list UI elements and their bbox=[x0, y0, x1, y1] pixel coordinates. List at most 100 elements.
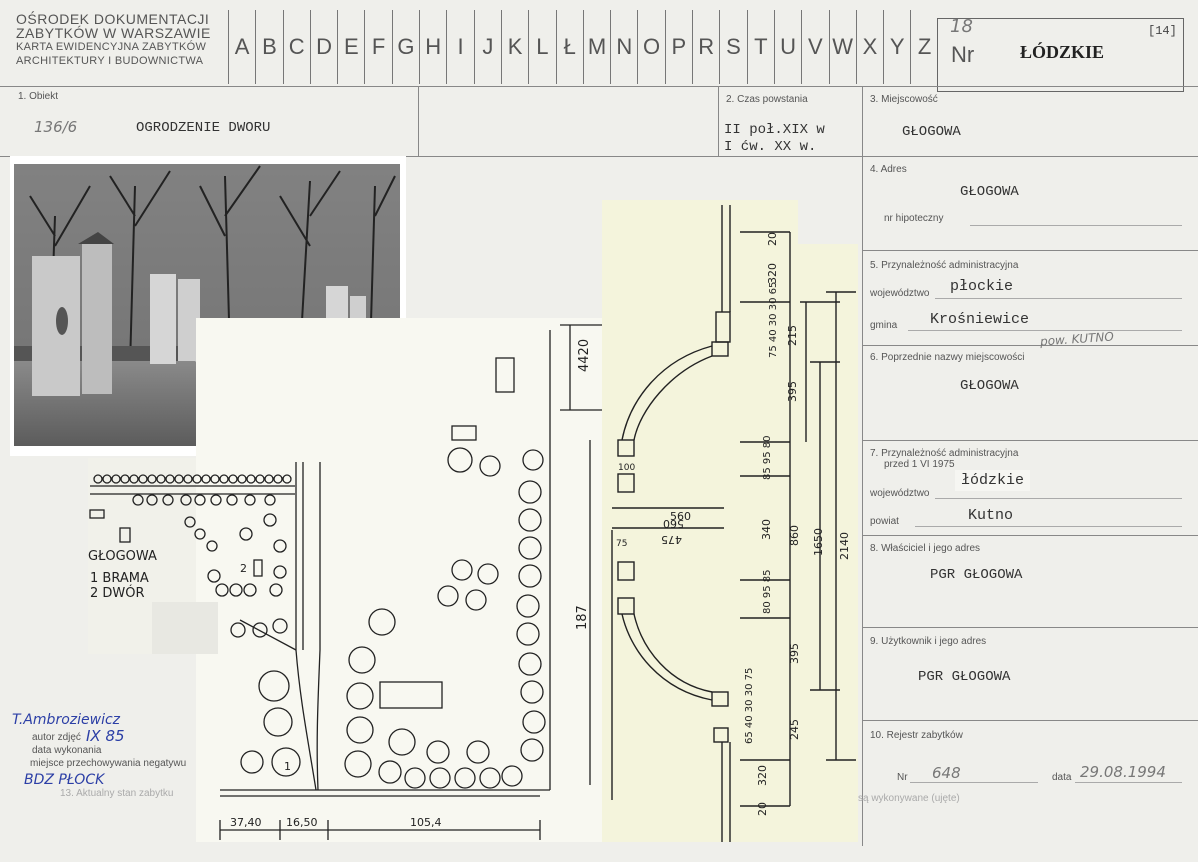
tree-mark bbox=[477, 563, 499, 585]
czas-value-1: II poł.XIX w bbox=[724, 122, 825, 138]
obiekt-value: OGRODZENIE DWORU bbox=[136, 120, 271, 136]
tree-mark bbox=[368, 608, 396, 636]
czas-value: II poł.XIX w I ćw. XX w. bbox=[724, 122, 825, 156]
poprz-label: 6. Poprzednie nazwy miejscowości bbox=[870, 352, 1025, 363]
underline bbox=[908, 330, 1182, 331]
index-letter: B bbox=[255, 10, 282, 84]
tree-mark bbox=[272, 618, 288, 634]
tree-mark bbox=[207, 569, 221, 583]
tree-mark bbox=[518, 508, 542, 532]
wlasciciel-value: PGR GŁOGOWA bbox=[930, 567, 1023, 583]
tree-mark bbox=[404, 767, 426, 789]
autor-label: autor zdjęć bbox=[32, 732, 81, 743]
dim-560b: 560 bbox=[670, 510, 691, 523]
divider bbox=[0, 86, 1198, 87]
tree-mark bbox=[518, 652, 542, 676]
index-letter: E bbox=[337, 10, 364, 84]
dim-stack4: 65 40 30 30 75 bbox=[744, 668, 755, 744]
dim-2140: 2140 bbox=[838, 532, 851, 560]
dim-b1: 37,40 bbox=[230, 816, 262, 829]
tree-mark bbox=[165, 474, 175, 484]
dim-stack2: 85 95 80 bbox=[762, 435, 773, 480]
tree-mark bbox=[344, 750, 372, 778]
tree-mark bbox=[348, 646, 376, 674]
nr-hip-label: nr hipoteczny bbox=[884, 213, 944, 224]
dim-top: 4420 bbox=[577, 339, 592, 372]
uzytkownik-label: 9. Użytkownik i jego adres bbox=[870, 636, 987, 647]
tree-mark bbox=[184, 516, 196, 528]
underline bbox=[915, 526, 1182, 527]
tree-mark bbox=[146, 494, 158, 506]
gate-drawing-sheet bbox=[602, 200, 798, 842]
index-letter: M bbox=[582, 10, 610, 84]
tree-mark bbox=[271, 747, 301, 777]
index-letter: X bbox=[855, 10, 883, 84]
divider bbox=[862, 627, 1198, 628]
tree-mark bbox=[465, 589, 487, 611]
index-letter: Z bbox=[910, 10, 937, 84]
divider bbox=[862, 345, 1198, 346]
tree-mark bbox=[237, 474, 247, 484]
tree-mark bbox=[111, 474, 121, 484]
dim-1650: 1650 bbox=[812, 528, 825, 556]
gmina-value: Krośniewice bbox=[930, 311, 1030, 328]
org-line-3: Karta Ewidencyjna Zabytków bbox=[16, 41, 207, 53]
dim-245: 245 bbox=[788, 719, 801, 740]
powiat-value: Kutno bbox=[968, 507, 1014, 524]
obiekt-label: 1. Obiekt bbox=[18, 91, 59, 102]
tree-mark bbox=[269, 583, 283, 597]
tree-mark bbox=[437, 585, 459, 607]
data-value: IX 85 bbox=[86, 727, 125, 745]
dim-20a: 20 bbox=[766, 232, 779, 246]
divider bbox=[862, 250, 1198, 251]
dim-320a: 320 bbox=[766, 263, 779, 284]
index-letter: D bbox=[309, 10, 337, 84]
dim-320b: 320 bbox=[756, 765, 769, 786]
index-letter: T bbox=[746, 10, 774, 84]
underline bbox=[1075, 782, 1182, 783]
miejscowosc-value: GŁOGOWA bbox=[902, 124, 961, 140]
tree-mark bbox=[273, 565, 287, 579]
tree-mark bbox=[102, 474, 112, 484]
tree-mark bbox=[228, 474, 238, 484]
miejsce-label: miejsce przechowywania negatywu bbox=[30, 758, 187, 769]
przyn-label: 5. Przynależność administracyjna bbox=[870, 260, 1019, 271]
index-letter: S bbox=[719, 10, 746, 84]
tree-mark bbox=[520, 680, 544, 704]
region-name: ŁÓDZKIE bbox=[1020, 42, 1105, 62]
tree-mark bbox=[518, 536, 542, 560]
tree-mark bbox=[282, 474, 292, 484]
tree-mark bbox=[454, 767, 476, 789]
divider bbox=[862, 86, 863, 846]
tree-mark bbox=[243, 583, 257, 597]
rejestr-nr-value: 648 bbox=[932, 764, 961, 782]
tree-mark bbox=[522, 449, 544, 471]
tree-mark bbox=[183, 474, 193, 484]
tree-mark bbox=[206, 540, 218, 552]
miejsce-value: BDZ PŁOCK bbox=[24, 772, 105, 788]
underline bbox=[910, 782, 1038, 783]
tree-mark bbox=[426, 740, 450, 764]
index-letter: F bbox=[364, 10, 391, 84]
index-letter: U bbox=[773, 10, 801, 84]
dim-860: 860 bbox=[788, 525, 801, 546]
przyn75-label: 7. Przynależność administracyjna przed 1… bbox=[870, 448, 1018, 470]
divider bbox=[862, 535, 1198, 536]
map-num-2: 2 bbox=[240, 562, 247, 575]
underline bbox=[935, 298, 1182, 299]
tree-mark bbox=[147, 474, 157, 484]
poprz-value: GŁOGOWA bbox=[960, 378, 1019, 394]
number-label: Nr bbox=[951, 42, 975, 67]
tree-mark bbox=[129, 474, 139, 484]
tree-mark bbox=[226, 494, 238, 506]
tree-mark bbox=[518, 564, 542, 588]
underline bbox=[970, 225, 1182, 226]
tree-mark bbox=[192, 474, 202, 484]
tree-mark bbox=[516, 622, 540, 646]
dim-560: 560 bbox=[663, 517, 684, 530]
tree-mark bbox=[466, 740, 490, 764]
tree-mark bbox=[132, 494, 144, 506]
tree-mark bbox=[479, 767, 501, 789]
